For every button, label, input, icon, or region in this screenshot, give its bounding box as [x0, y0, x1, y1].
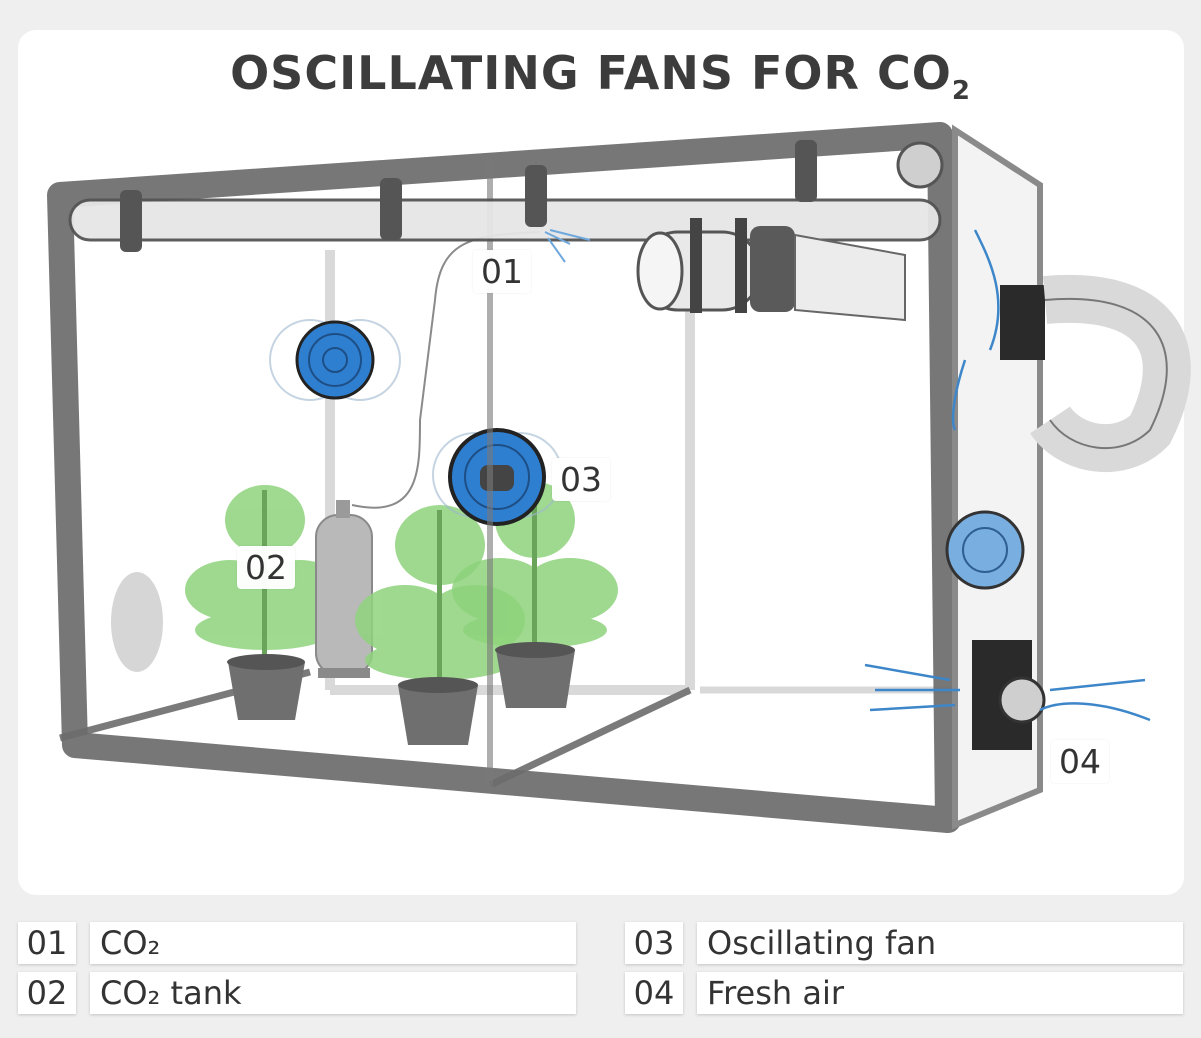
legend-label: Fresh air	[697, 972, 1183, 1014]
floor-bar	[488, 686, 692, 789]
inline-exhaust-fan	[636, 218, 906, 322]
legend-label: CO₂	[90, 922, 576, 964]
diagram-title: OSCILLATING FANS FOR CO2	[230, 46, 971, 106]
airflow-arrows	[864, 229, 1151, 722]
fresh-air-duct	[1000, 274, 1191, 473]
wall-fan-icon	[945, 510, 1025, 590]
legend-number: 03	[625, 922, 683, 964]
legend-label: Oscillating fan	[697, 922, 1183, 964]
legend-number: 02	[18, 972, 76, 1014]
legend-number: 04	[625, 972, 683, 1014]
plant-icon	[452, 482, 618, 708]
intake-fan-icon	[972, 640, 1046, 750]
callout-04: 04	[1051, 740, 1109, 783]
callout-03: 03	[552, 458, 610, 501]
plant-icon	[355, 505, 525, 745]
callout-01: 01	[473, 250, 531, 293]
callout-02: 02	[237, 546, 295, 589]
grow-tent-illustration	[47, 122, 1191, 833]
oscillating-fan-icon	[269, 319, 401, 401]
carbon-filter-duct	[68, 140, 944, 252]
co2-spray-icon	[544, 229, 591, 263]
legend-number: 01	[18, 922, 76, 964]
co2-tank-icon	[315, 500, 373, 678]
oscillating-fan-icon	[432, 428, 563, 526]
legend-label: CO₂ tank	[90, 972, 576, 1014]
side-vent-icon	[111, 572, 163, 672]
tent-frame	[47, 122, 961, 833]
